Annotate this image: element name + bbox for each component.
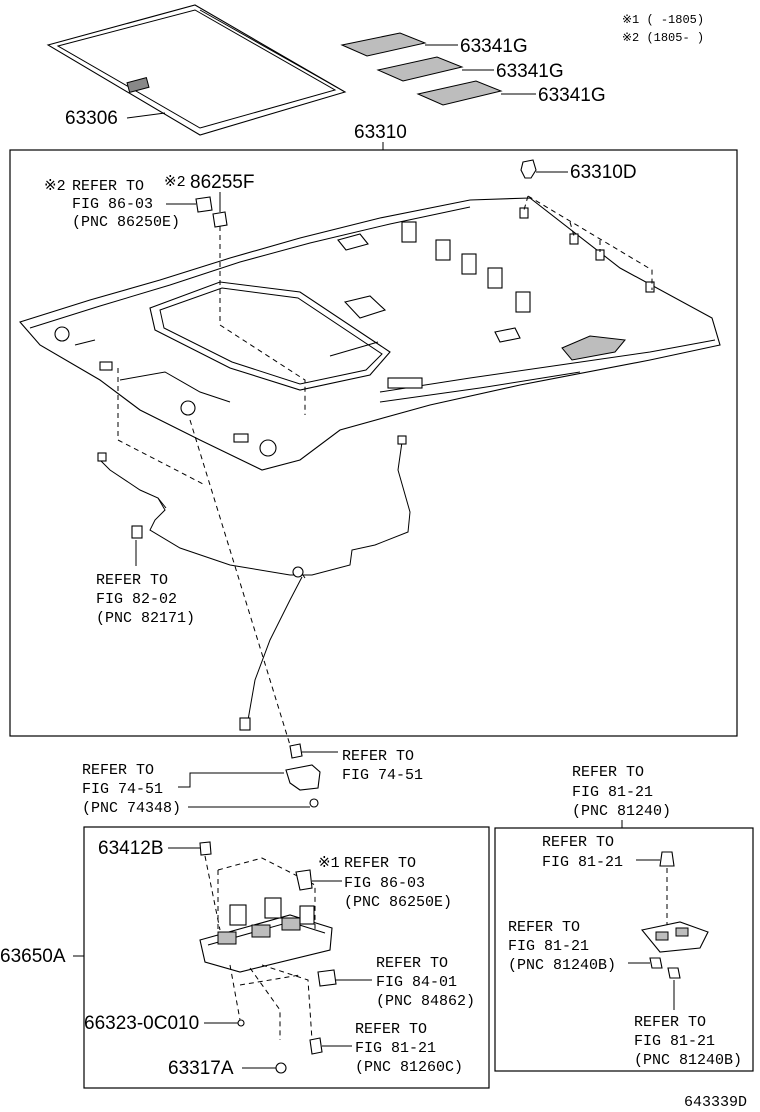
mark-86255F: ※2 <box>164 174 186 191</box>
clip-86255F <box>212 211 228 228</box>
grab-handle-bracket <box>285 764 321 808</box>
screw-63317A <box>275 1062 287 1074</box>
overhead-console <box>199 897 333 973</box>
ref-81-21-b2-line2: FIG 81-21 <box>634 1033 715 1050</box>
bulb-81240B-1 <box>649 957 663 969</box>
console-box <box>83 826 490 1089</box>
clip-74-51 <box>289 743 303 759</box>
clip-86250E-top <box>195 196 213 213</box>
ref-86-03-bot-line3: (PNC 86250E) <box>344 894 452 911</box>
ref-74-51-a-line2: FIG 74-51 <box>342 767 423 784</box>
headliner-assembly <box>19 197 721 471</box>
ref-81-21-c-line1: REFER TO <box>355 1021 427 1038</box>
part-number-63310D: 63310D <box>570 162 637 183</box>
ref-81-21-b1-line3: (PNC 81240B) <box>508 957 616 974</box>
ref-81-21-b2-line3: (PNC 81240B) <box>634 1052 742 1069</box>
sunshade-part <box>46 4 347 136</box>
ref-74-51-a-line1: REFER TO <box>342 748 414 765</box>
diagram-code: 643339D <box>684 1094 747 1111</box>
ref-86-03-bot-mark: ※1 <box>318 855 340 872</box>
ref-81-21-bolt-line1: REFER TO <box>542 834 614 851</box>
legend-note-2: ※2 (1805- ) <box>622 31 704 45</box>
ref-82-02-line1: REFER TO <box>96 572 168 589</box>
ref-86-03-bot-line1: REFER TO <box>344 855 416 872</box>
ref-81-21-b2-line1: REFER TO <box>634 1014 706 1031</box>
headliner-box <box>9 149 738 737</box>
ref-84-01-line2: FIG 84-01 <box>376 974 457 991</box>
ref-82-02-line3: (PNC 82171) <box>96 610 195 627</box>
part-number-63650A: 63650A <box>0 946 66 967</box>
clip-86250E-bottom <box>295 869 313 891</box>
ref-81-21-top-line1: REFER TO <box>572 764 644 781</box>
bracket-84862 <box>317 969 337 987</box>
pad-63341G-3 <box>416 80 503 106</box>
part-number-63306: 63306 <box>65 108 118 129</box>
pad-63341G-2 <box>376 56 464 82</box>
bolt-81-21 <box>659 851 675 867</box>
bulb-81240B-2 <box>667 967 681 979</box>
part-number-63341G-1: 63341G <box>460 36 528 57</box>
ref-86-03-top-mark: ※2 <box>44 178 66 195</box>
ref-81-21-b1-line2: FIG 81-21 <box>508 938 589 955</box>
part-number-86255F: 86255F <box>190 172 254 193</box>
ref-86-03-bot-line2: FIG 86-03 <box>344 875 425 892</box>
wire-harness <box>97 435 411 731</box>
ref-86-03-top-line1: REFER TO <box>72 178 144 195</box>
clip-63412B <box>199 841 212 856</box>
map-lamp <box>641 921 709 953</box>
ref-81-21-top-line3: (PNC 81240) <box>572 803 671 820</box>
ref-74-51-b-line2: FIG 74-51 <box>82 781 163 798</box>
ref-82-02-line2: FIG 82-02 <box>96 591 177 608</box>
part-number-63317A: 63317A <box>168 1058 234 1079</box>
ref-84-01-line1: REFER TO <box>376 955 448 972</box>
part-number-66323-0C010: 66323-0C010 <box>84 1013 199 1034</box>
ref-74-51-b-line3: (PNC 74348) <box>82 800 181 817</box>
map-lamp-box <box>494 827 754 1072</box>
ref-81-21-c-line2: FIG 81-21 <box>355 1040 436 1057</box>
clip-63310D <box>520 159 537 179</box>
part-number-63310: 63310 <box>354 122 407 143</box>
ref-86-03-top-line3: (PNC 86250E) <box>72 214 180 231</box>
bulb-81260C <box>309 1037 323 1055</box>
part-number-63412B: 63412B <box>98 838 164 859</box>
ref-74-51-b-line1: REFER TO <box>82 762 154 779</box>
ref-81-21-c-line3: (PNC 81260C) <box>355 1059 463 1076</box>
legend-note-1: ※1 ( -1805) <box>622 13 704 27</box>
pad-63341G-1 <box>340 32 427 57</box>
ref-81-21-b1-line1: REFER TO <box>508 919 580 936</box>
ref-81-21-top-line2: FIG 81-21 <box>572 784 653 801</box>
ref-81-21-bolt-line2: FIG 81-21 <box>542 854 623 871</box>
part-number-63341G-3: 63341G <box>538 85 606 106</box>
ref-86-03-top-line2: FIG 86-03 <box>72 196 153 213</box>
part-number-63341G-2: 63341G <box>496 61 564 82</box>
ref-84-01-line3: (PNC 84862) <box>376 993 475 1010</box>
